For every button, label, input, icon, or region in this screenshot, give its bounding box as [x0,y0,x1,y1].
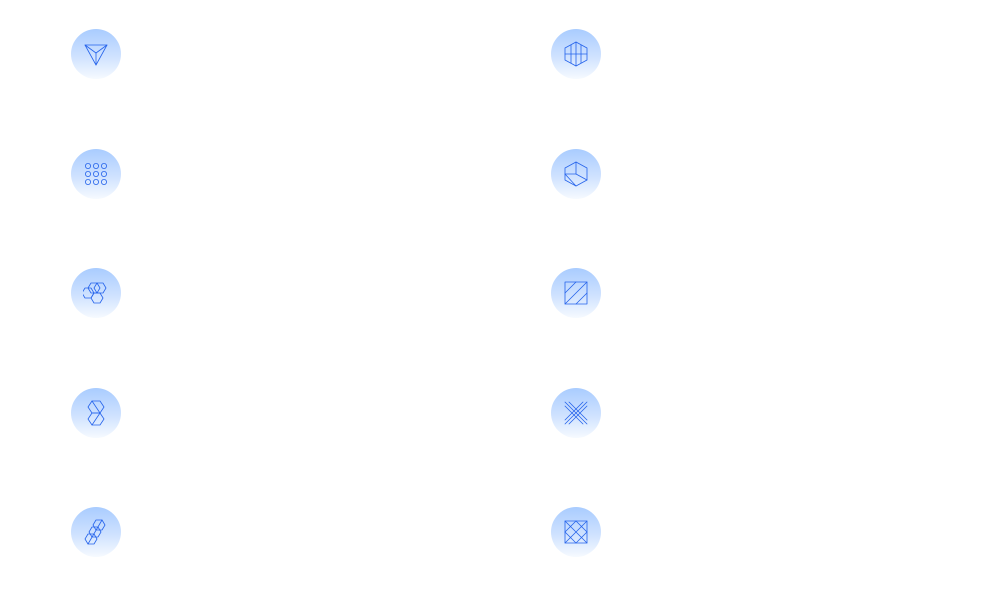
feature-badge [71,149,121,199]
diagonal-square-icon [564,281,588,305]
feature-badge [551,388,601,438]
hexagon-cube-icon [564,161,588,187]
feature-badge [551,268,601,318]
feature-badge [71,388,121,438]
cube-grid-icon [564,41,588,67]
feature-badge [551,29,601,79]
triangle-pyramid-icon [84,44,108,66]
crossed-square-icon [564,520,588,544]
feature-badge [71,507,121,557]
feature-badge [71,268,121,318]
hexagon-cluster-icon [83,282,107,304]
starburst-icon [564,401,588,425]
dot-grid-icon [85,163,107,185]
cube-stack-icon [84,519,106,545]
stacked-hexagons-icon [87,400,105,426]
feature-badge [551,149,601,199]
feature-badge [551,507,601,557]
feature-badge [71,29,121,79]
